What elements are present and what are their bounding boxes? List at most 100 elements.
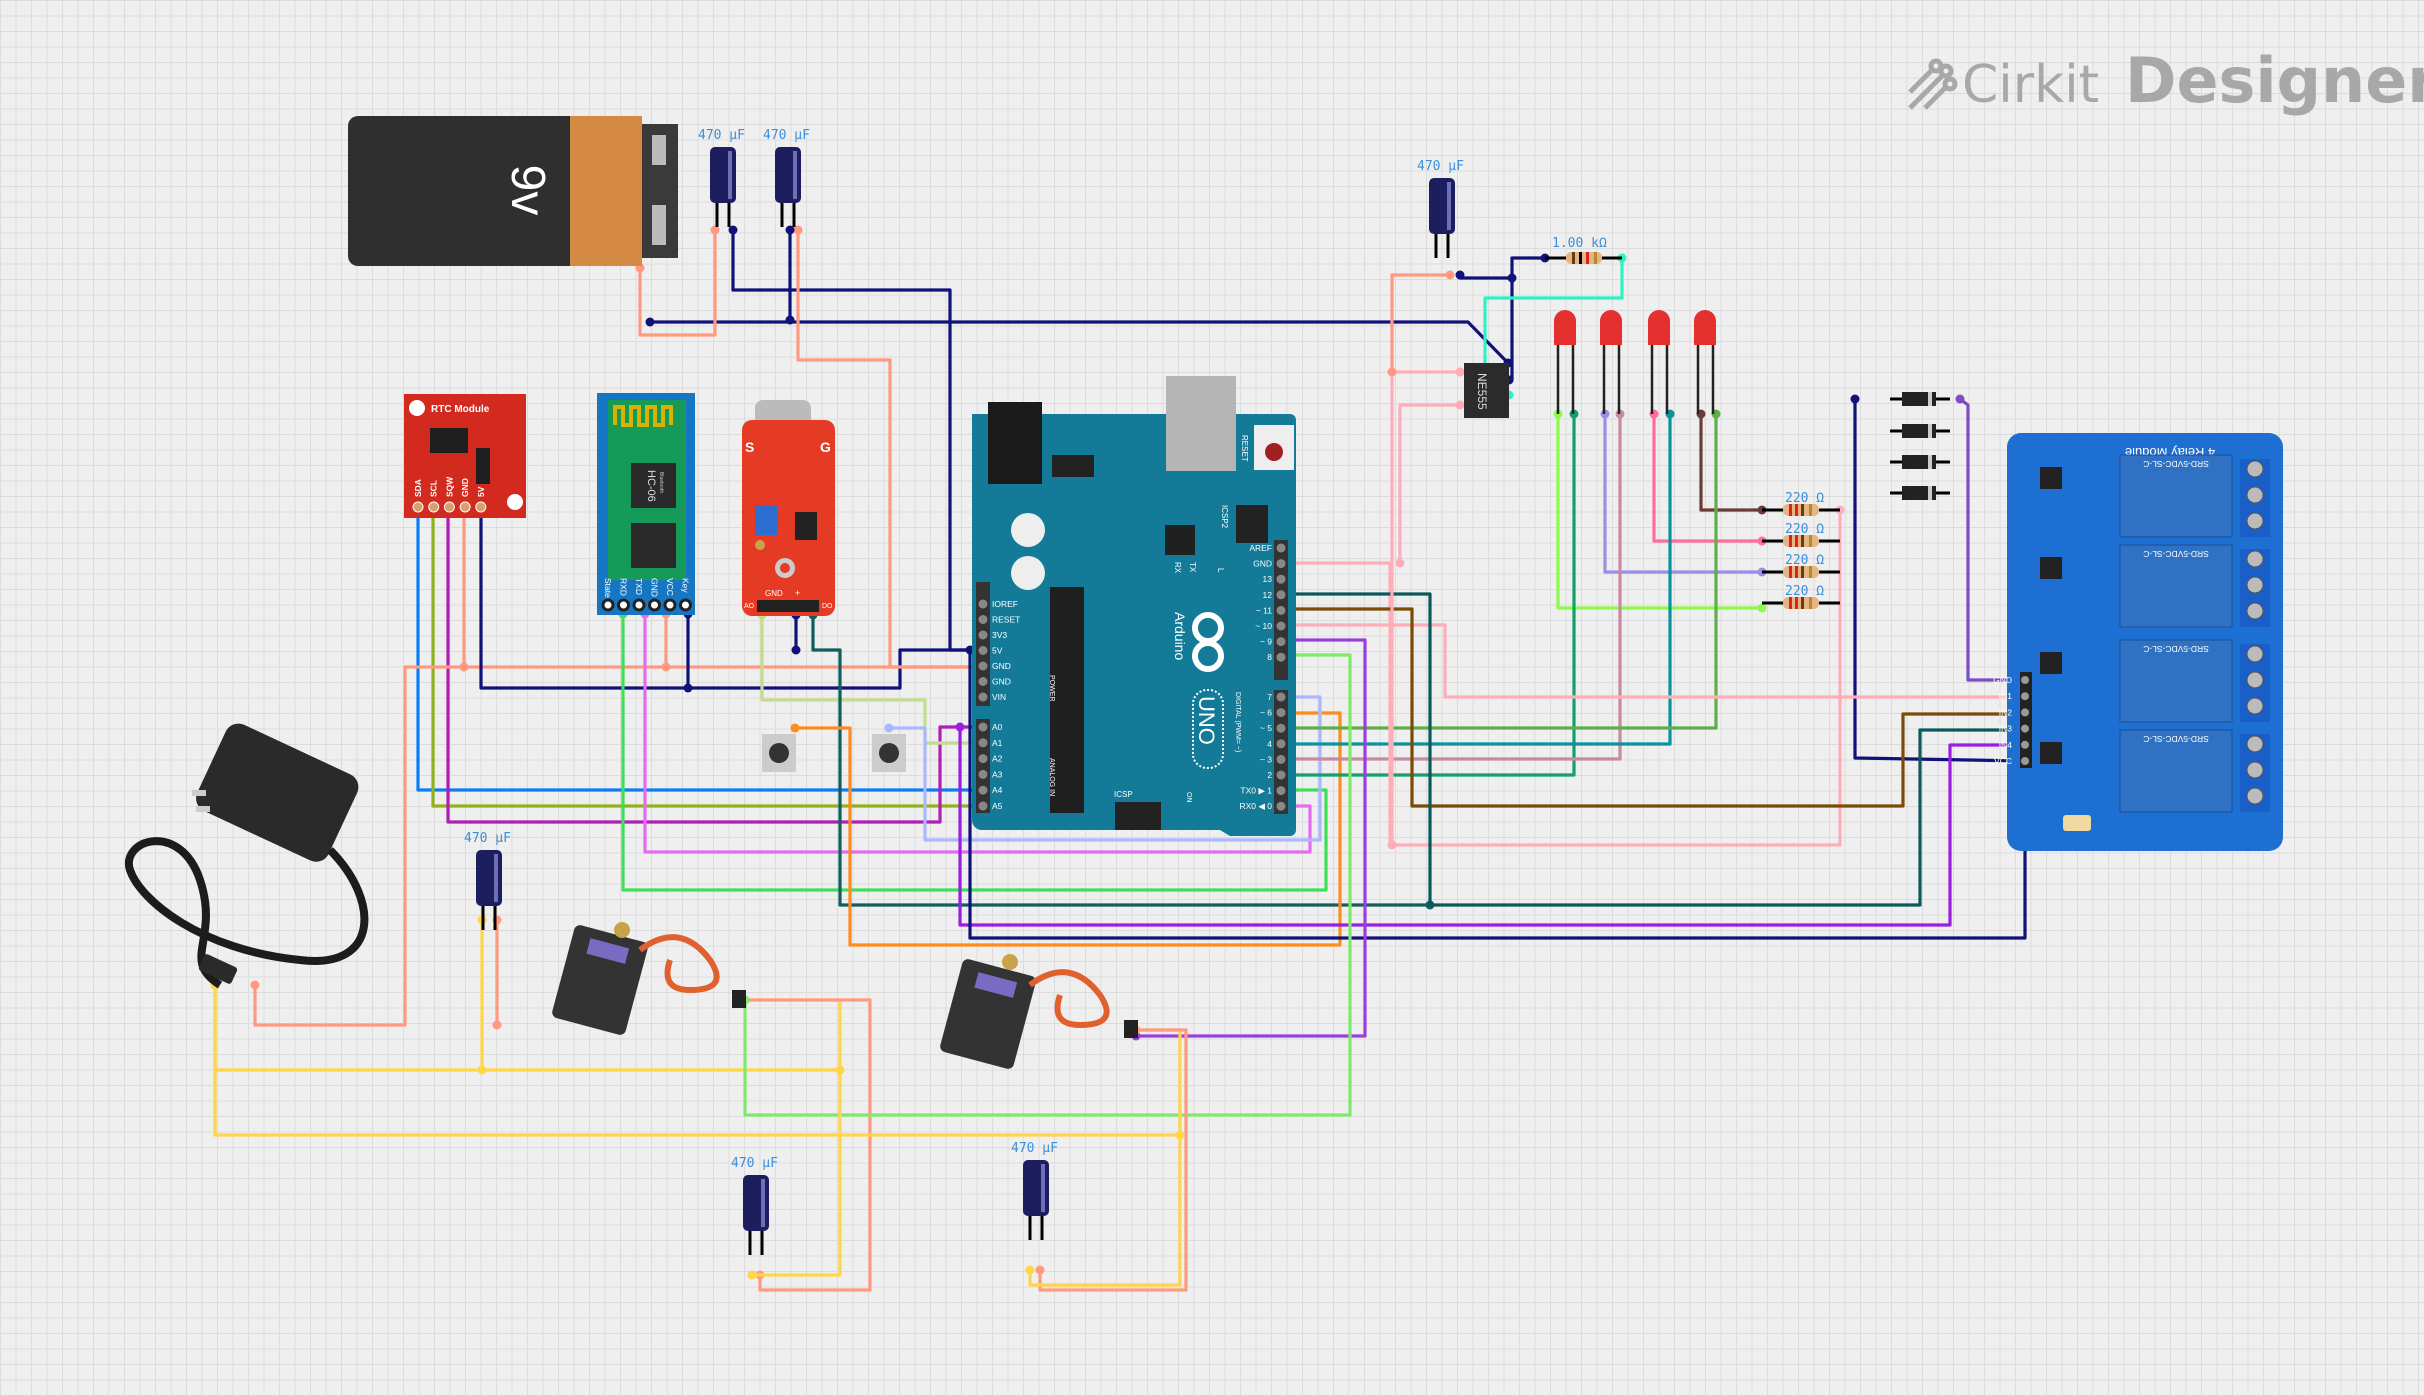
arduino-pin[interactable] (1276, 605, 1286, 615)
wire[interactable] (650, 320, 1510, 365)
rtc-pin[interactable] (443, 501, 455, 513)
wire[interactable] (760, 615, 978, 745)
arduino-pin[interactable] (978, 801, 988, 811)
relay-module-4ch[interactable]: 4 Relay Module SRD-5VDC-SL-CSRD-5VDC-SL-… (1993, 433, 2283, 851)
wire[interactable] (462, 510, 983, 669)
hc06-pin[interactable] (632, 598, 646, 612)
rtc-pin[interactable] (412, 501, 424, 513)
arduino-pin[interactable] (1276, 801, 1286, 811)
wire[interactable] (811, 615, 1430, 907)
wire[interactable] (431, 510, 978, 808)
wire[interactable] (1652, 414, 1762, 543)
wire[interactable] (1281, 414, 1718, 730)
capacitor-470uf[interactable]: 470 µF (731, 1156, 778, 1255)
hc06-pin[interactable] (617, 598, 630, 612)
wire[interactable] (1556, 414, 1762, 610)
resistor-220[interactable]: 220 Ω (1762, 491, 1840, 516)
terminal-screw[interactable] (2246, 602, 2264, 620)
resistor-220[interactable]: 220 Ω (1762, 522, 1840, 547)
capacitor-470uf[interactable]: 470 µF (698, 128, 745, 227)
arduino-pin[interactable] (1276, 637, 1286, 647)
wire[interactable] (1603, 414, 1762, 574)
arduino-pin[interactable] (1276, 708, 1286, 718)
capacitor-470uf[interactable]: 470 µF (763, 128, 810, 227)
diode[interactable] (1890, 455, 1950, 469)
battery-9v[interactable]: 9v (348, 116, 678, 266)
wire[interactable] (743, 653, 1352, 1117)
arduino-pin[interactable] (978, 754, 988, 764)
arduino-pin[interactable] (978, 738, 988, 748)
terminal-screw[interactable] (2246, 460, 2264, 478)
rtc-pin[interactable] (459, 501, 471, 513)
led-red[interactable] (1554, 310, 1576, 414)
led-red[interactable] (1648, 310, 1670, 414)
arduino-pin[interactable] (1276, 559, 1286, 569)
arduino-pin[interactable] (1276, 574, 1286, 584)
arduino-pin[interactable] (978, 722, 988, 732)
capacitor-470uf[interactable]: 470 µF (464, 831, 511, 930)
arduino-pin[interactable] (1276, 739, 1286, 749)
terminal-screw[interactable] (2246, 512, 2264, 530)
arduino-pin[interactable] (978, 785, 988, 795)
wire[interactable] (1281, 623, 2025, 699)
terminal-screw[interactable] (2246, 735, 2264, 753)
relay-pin[interactable] (2021, 692, 2029, 701)
wire[interactable] (416, 510, 978, 792)
relay-pin[interactable] (2021, 757, 2029, 765)
wire[interactable] (752, 1070, 842, 1277)
capacitor-470uf[interactable]: 470 µF (1417, 159, 1464, 258)
wire[interactable] (795, 711, 1342, 947)
relay-pin[interactable] (2021, 724, 2029, 733)
arduino-pin[interactable] (1276, 723, 1286, 733)
wire[interactable] (1028, 1135, 1182, 1287)
wire[interactable] (1458, 275, 1512, 280)
led-red[interactable] (1600, 310, 1622, 414)
ne555-timer[interactable]: NE555 (1464, 363, 1509, 418)
diode[interactable] (1890, 392, 1950, 406)
relay-pin[interactable] (2021, 740, 2029, 749)
hc06-pin[interactable] (648, 598, 661, 612)
wire[interactable] (643, 614, 1312, 854)
terminal-screw[interactable] (2246, 486, 2264, 504)
hc06-pin[interactable] (601, 598, 615, 612)
wire[interactable] (1281, 414, 1622, 761)
hc06-pin[interactable] (663, 598, 677, 612)
push-button-1[interactable] (762, 734, 796, 772)
wire[interactable] (1853, 399, 2026, 763)
relay-pin[interactable] (2021, 676, 2029, 684)
arduino-pin[interactable] (978, 615, 988, 624)
servo-motor-1[interactable] (551, 922, 746, 1036)
wire[interactable] (1959, 397, 2025, 682)
terminal-screw[interactable] (2246, 550, 2264, 568)
wire[interactable] (958, 727, 2025, 927)
wire[interactable] (1398, 403, 1460, 563)
hc06-pin[interactable] (679, 598, 692, 612)
power-adapter[interactable] (124, 719, 369, 989)
arduino-pin[interactable] (1276, 543, 1286, 553)
relay-pin[interactable] (2021, 708, 2029, 717)
wire[interactable] (621, 614, 1328, 892)
wire[interactable] (1281, 414, 1576, 777)
wire[interactable] (479, 510, 983, 690)
arduino-pin[interactable] (978, 661, 988, 671)
rtc-pin[interactable] (475, 501, 487, 513)
wire[interactable] (253, 665, 464, 1027)
push-button-2[interactable] (872, 734, 906, 772)
wire[interactable] (638, 230, 717, 337)
arduino-pin[interactable] (978, 599, 988, 609)
resistor-220[interactable]: 220 Ω (1762, 584, 1840, 609)
arduino-pin[interactable] (1276, 590, 1286, 600)
arduino-pin[interactable] (1276, 692, 1286, 702)
wire[interactable] (745, 998, 872, 1292)
arduino-pin[interactable] (1276, 652, 1286, 662)
wire[interactable] (1038, 1028, 1188, 1292)
terminal-screw[interactable] (2246, 787, 2264, 805)
arduino-pin[interactable] (1276, 621, 1286, 631)
wire[interactable] (213, 985, 1182, 1137)
wire[interactable] (731, 230, 983, 652)
led-red[interactable] (1694, 310, 1716, 414)
arduino-pin[interactable] (978, 630, 988, 640)
wire[interactable] (446, 510, 978, 824)
